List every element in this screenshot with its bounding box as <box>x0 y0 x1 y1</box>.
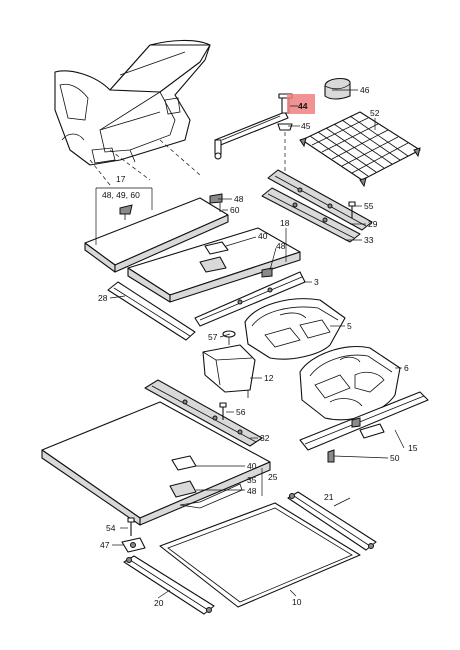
label-17: 17 <box>116 174 126 184</box>
part-47-clip <box>121 537 146 553</box>
label-25: 25 <box>268 472 278 482</box>
part-46-cover <box>324 77 351 100</box>
part-12-side-box <box>202 344 256 398</box>
label-35: 35 <box>247 475 257 485</box>
label-33: 33 <box>364 235 374 245</box>
label-55: 55 <box>364 201 374 211</box>
part-17-loading-floor <box>84 197 229 273</box>
part-10-floor-mat <box>159 502 361 608</box>
label-6: 6 <box>404 363 409 373</box>
label-48-49-60: 48, 49, 60 <box>102 190 140 200</box>
label-28: 28 <box>98 293 108 303</box>
label-45: 45 <box>301 121 311 131</box>
part-labels: 46 44 45 52 17 48, 49, 60 48 60 55 29 33… <box>98 85 418 608</box>
label-32: 32 <box>260 433 270 443</box>
part-48-60-clip <box>209 193 223 212</box>
label-15: 15 <box>408 443 418 453</box>
part-20-rail <box>123 555 215 615</box>
net-rail-assembly <box>214 93 293 172</box>
part-5-tool-tray <box>244 298 346 360</box>
vehicle-rear-illustration <box>54 39 211 186</box>
label-48-lower: 48 <box>247 486 257 496</box>
part-54-screw <box>127 517 135 536</box>
part-52-cargo-net <box>299 111 421 188</box>
highlight-box <box>287 94 315 114</box>
label-12: 12 <box>264 373 274 383</box>
part-25-main-floor-panel <box>41 401 271 526</box>
part-29-33-rails <box>261 169 373 243</box>
label-47: 47 <box>100 540 110 550</box>
label-48-floor: 48 <box>276 241 286 251</box>
part-57-plug <box>222 330 236 345</box>
label-50: 50 <box>390 453 400 463</box>
label-21: 21 <box>324 492 334 502</box>
label-60: 60 <box>230 205 240 215</box>
part-15-rear-trim <box>299 391 429 463</box>
part-6-foam-insert <box>299 346 401 421</box>
part-56-screw <box>219 402 227 420</box>
label-40-upper: 40 <box>258 231 268 241</box>
label-46: 46 <box>360 85 370 95</box>
label-29: 29 <box>368 219 378 229</box>
label-20: 20 <box>154 598 164 608</box>
label-56: 56 <box>236 407 246 417</box>
label-18: 18 <box>280 218 290 228</box>
part-55-screw <box>348 201 356 218</box>
part-21-rail <box>287 491 377 551</box>
part-18-floor-panel <box>127 227 301 303</box>
label-52: 52 <box>370 108 380 118</box>
label-48-clip: 48 <box>234 194 244 204</box>
label-44: 44 <box>298 101 308 111</box>
label-57: 57 <box>208 332 218 342</box>
label-10: 10 <box>292 597 302 607</box>
part-28-side-strip <box>107 281 196 341</box>
leader-lines <box>95 89 405 599</box>
part-32-sill-rail <box>144 379 263 447</box>
label-40-lower: 40 <box>247 461 257 471</box>
label-54: 54 <box>106 523 116 533</box>
label-5: 5 <box>347 321 352 331</box>
label-3: 3 <box>314 277 319 287</box>
